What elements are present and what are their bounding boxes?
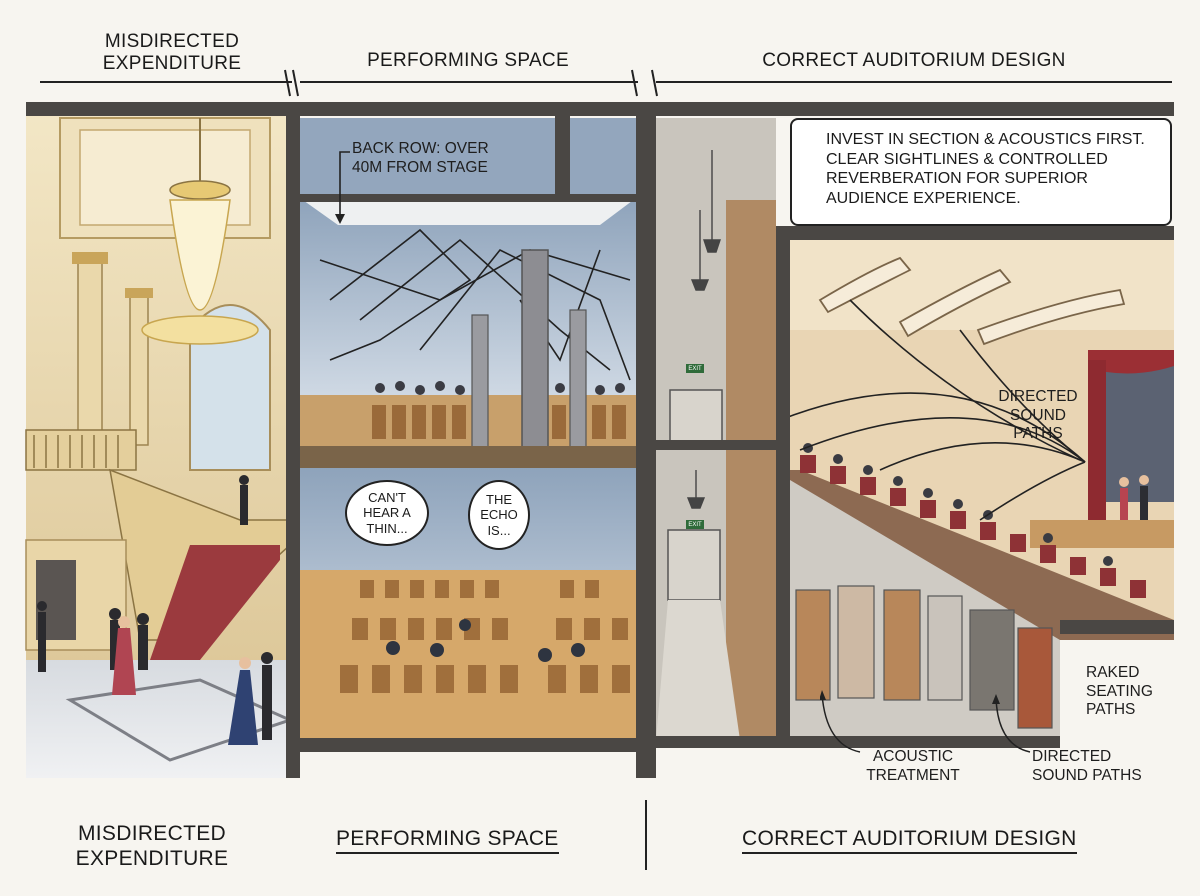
raked-seating-label: RAKED SEATING PATHS (1086, 664, 1153, 720)
top-label-middle: PERFORMING SPACE (367, 50, 569, 71)
acoustic-treatment-line1: ACOUSTIC (872, 748, 954, 765)
acoustic-treatment-label: ACOUSTIC TREATMENT (850, 748, 976, 785)
bottom-label-left-line2: EXPENDITURE (75, 846, 229, 870)
callout-line4: AUDIENCE EXPERIENCE. (826, 189, 1021, 207)
bubble-left-line2: HEAR A (363, 505, 411, 521)
raked-seating-line1: RAKED (1086, 664, 1140, 681)
section-frame (26, 102, 1174, 778)
bubble-right-line2: ECHO (480, 507, 518, 523)
directed-sound-line2: SOUND (1010, 406, 1066, 424)
exit-sign-upper: EXIT (688, 366, 702, 372)
top-label-left-line1: MISDIRECTED (104, 31, 240, 52)
bottom-label-right: CORRECT AUDITORIUM DESIGN (742, 827, 1077, 854)
acoustic-treatment-line2: TREATMENT (866, 766, 960, 784)
callout-line3: REVERBERATION FOR SUPERIOR (826, 170, 1088, 188)
top-label-right: CORRECT AUDITORIUM DESIGN (762, 50, 1066, 71)
bottom-label-right-text: CORRECT AUDITORIUM DESIGN (742, 827, 1077, 854)
bottom-label-middle-text: PERFORMING SPACE (336, 827, 559, 854)
bubble-right-line1: THE (486, 491, 512, 507)
directed-sound-label: DIRECTED SOUND PATHS (988, 388, 1088, 444)
auditorium-panel (656, 118, 1174, 740)
raked-seating-line3: PATHS (1086, 701, 1136, 719)
back-row-note-line2: 40M FROM STAGE (352, 158, 488, 176)
directed-sound-bottom-line2: SOUND PATHS (1032, 766, 1142, 784)
raked-seating-line2: SEATING (1086, 682, 1153, 700)
callout-line1: INVEST IN SECTION & ACOUSTICS FIRST. (826, 131, 1145, 148)
directed-sound-bottom-label: DIRECTED SOUND PATHS (1032, 748, 1142, 785)
bottom-label-left-line1: MISDIRECTED (78, 822, 226, 845)
top-label-left-line2: EXPENDITURE (102, 53, 242, 75)
directed-sound-line3: PATHS (1013, 425, 1063, 443)
foyer-panel (25, 106, 296, 778)
back-row-arrow (335, 151, 350, 224)
dimension-lines (40, 69, 1172, 97)
bubble-left-line1: CAN'T (368, 489, 406, 505)
back-row-note: BACK ROW: OVER 40M FROM STAGE (352, 140, 489, 177)
exit-sign-lower: EXIT (688, 522, 702, 528)
directed-sound-line1: DIRECTED (998, 388, 1078, 405)
leader-lines (820, 690, 1031, 753)
bottom-label-middle: PERFORMING SPACE (336, 827, 559, 854)
speech-bubble-left: CAN'T HEAR A THIN... (345, 480, 429, 546)
bubble-right-line3: IS... (487, 522, 511, 538)
design-callout: INVEST IN SECTION & ACOUSTICS FIRST. CLE… (790, 118, 1172, 226)
callout-line2: CLEAR SIGHTLINES & CONTROLLED (826, 150, 1108, 168)
back-row-note-line1: BACK ROW: OVER (352, 140, 489, 157)
bubble-left-line3: THIN... (366, 520, 408, 536)
top-label-left: MISDIRECTED EXPENDITURE (62, 31, 282, 76)
bottom-label-left: MISDIRECTED EXPENDITURE (52, 822, 252, 872)
directed-sound-bottom-line1: DIRECTED (1032, 748, 1112, 765)
speech-bubble-right: THE ECHO IS... (468, 480, 530, 550)
